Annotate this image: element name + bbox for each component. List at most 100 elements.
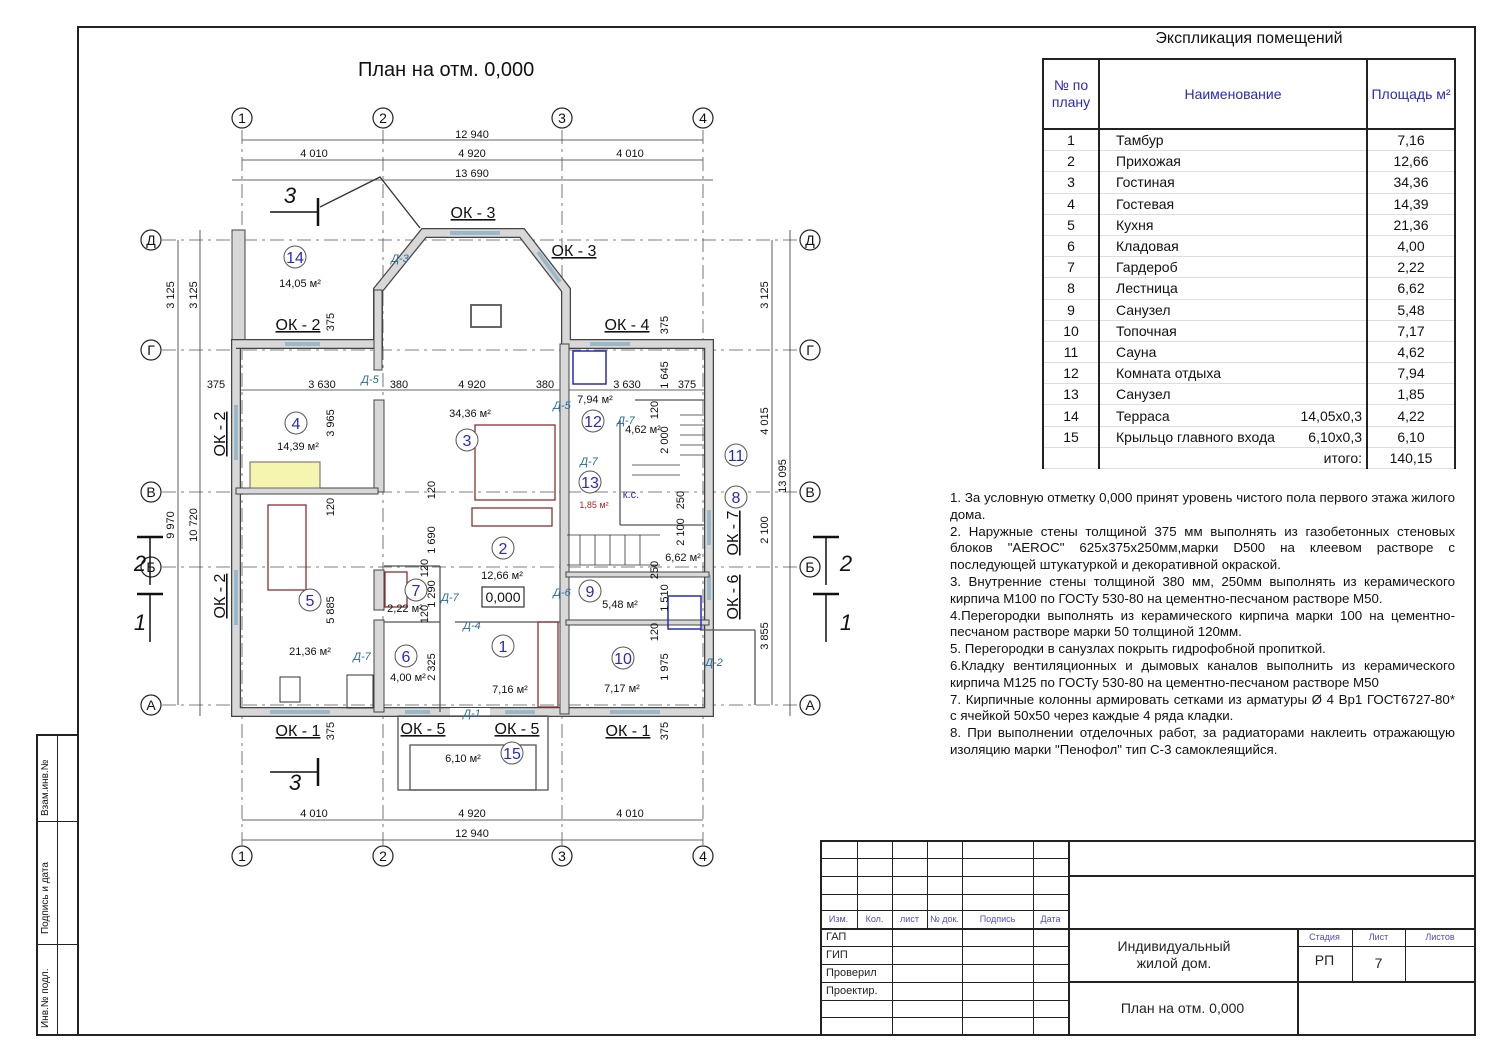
room-name: Санузел: [1116, 386, 1171, 403]
walls: [231, 176, 756, 791]
door-label: Д-3: [389, 253, 409, 265]
title-block-line: [927, 840, 928, 928]
section-mark: 2: [839, 551, 852, 576]
dimension-label: 13 690: [455, 168, 489, 180]
room-name: Лестница: [1116, 280, 1178, 297]
room-number: 8: [732, 490, 741, 507]
dimension-label: 12 940: [455, 129, 489, 141]
note-item: 6.Кладку вентиляционных и дымовых канало…: [950, 657, 1455, 690]
title-block-line: [1297, 946, 1476, 947]
room-num: 11: [1042, 341, 1100, 364]
dimension-label: 4 920: [458, 808, 486, 820]
room-num: 14: [1042, 404, 1100, 427]
title-block-line: [1297, 928, 1299, 1035]
door-label: Д-2: [703, 657, 723, 669]
room-area: 7,16: [1366, 129, 1456, 152]
room-number-marker: [455, 428, 479, 452]
room-number-marker: [611, 646, 635, 670]
title-block-line: [820, 1000, 1068, 1001]
room-number: 1: [499, 639, 508, 656]
window-label: ОК - 2: [212, 573, 229, 618]
dimension-label: 10 720: [188, 508, 200, 542]
room-area: 34,36 м²: [449, 408, 491, 420]
axis-label: А: [146, 697, 156, 713]
sheet-label: Лист: [1368, 932, 1389, 942]
dimension-label: 120: [419, 559, 431, 577]
axis-label: 2: [379, 110, 387, 126]
dimension-label: 1 290: [426, 580, 438, 608]
axis-marker: [551, 107, 573, 129]
dimension-label: 375: [678, 379, 696, 391]
room-name: Топочная: [1116, 322, 1177, 339]
room-name: Гардероб: [1116, 259, 1178, 276]
room-number: 2: [499, 541, 508, 558]
role-label: Проверил: [826, 967, 877, 979]
stage-value: РП: [1314, 952, 1335, 968]
door-label: Д-7: [578, 456, 598, 468]
dimension-label: 1 645: [659, 361, 671, 389]
dimension-label: 9 970: [165, 511, 177, 539]
room-area: 7,94: [1366, 362, 1456, 385]
door-label: Д-1: [461, 708, 481, 720]
room-area: 21,36 м²: [289, 646, 331, 658]
window-label: ОК - 2: [212, 411, 229, 456]
section-mark: 3: [284, 183, 297, 208]
title-block-line: [962, 840, 963, 1036]
axis-label: Б: [805, 559, 814, 575]
dimension-label: 250: [675, 491, 687, 509]
axis-marker: [799, 229, 821, 251]
room-number-marker: [284, 411, 308, 435]
room-area: 14,05 м²: [279, 278, 321, 290]
dimension-label: 375: [325, 313, 337, 331]
door-label: Д-7: [615, 415, 635, 427]
room-num: 10: [1042, 320, 1100, 342]
room-area: 7,94 м²: [577, 394, 613, 406]
room-name: Терраса: [1116, 407, 1170, 424]
section-mark: 3: [289, 770, 302, 795]
room-name: Сауна: [1116, 343, 1157, 360]
title-block-line: [1352, 928, 1353, 982]
dimension-label: 250: [649, 561, 661, 579]
note-item: 5. Перегородки в санузлах покрыть гидроф…: [950, 641, 1326, 657]
axis-marker: [799, 339, 821, 361]
room-area: 5,48 м²: [602, 599, 638, 611]
dimension-label: 4 010: [300, 148, 328, 160]
dimension-label: 120: [426, 481, 438, 499]
title-block-line: [820, 910, 1068, 911]
room-name: Прихожая: [1116, 153, 1181, 170]
room-number-marker: [581, 409, 605, 433]
door-label: Д-7: [439, 592, 459, 604]
dimension-label: 2 100: [675, 518, 687, 546]
sheet-title: План на отм. 0,000: [1120, 1000, 1245, 1016]
door-label: Д-5: [359, 374, 379, 386]
window-label: ОК - 5: [495, 721, 540, 738]
dimension-label: 375: [207, 379, 225, 391]
room-number: 11: [728, 448, 745, 465]
window-label: ОК - 2: [276, 317, 321, 334]
dimension-label: 3 125: [188, 281, 200, 309]
room-number: 10: [614, 651, 632, 668]
col-header: Подпись: [979, 914, 1016, 924]
room-area: 4,62 м²: [625, 424, 661, 436]
col-header: Дата: [1040, 914, 1061, 924]
axis-label: Г: [806, 342, 814, 358]
section-mark: 2: [133, 551, 146, 576]
dimension-label: 120: [649, 623, 661, 641]
room-number: 3: [463, 433, 472, 450]
axis-marker: [551, 845, 573, 867]
section-mark: 1: [840, 610, 852, 635]
dimension-label: 3 855: [759, 622, 771, 650]
dimension-label: 120: [419, 605, 431, 623]
title-block-line: [820, 876, 1068, 877]
project-name: Индивидуальный жилой дом.: [1117, 938, 1231, 971]
col-header: Кол.: [865, 914, 884, 924]
room-number: 5: [306, 593, 315, 610]
room-area: 12,66: [1366, 150, 1456, 173]
title-block-line: [820, 964, 1068, 965]
